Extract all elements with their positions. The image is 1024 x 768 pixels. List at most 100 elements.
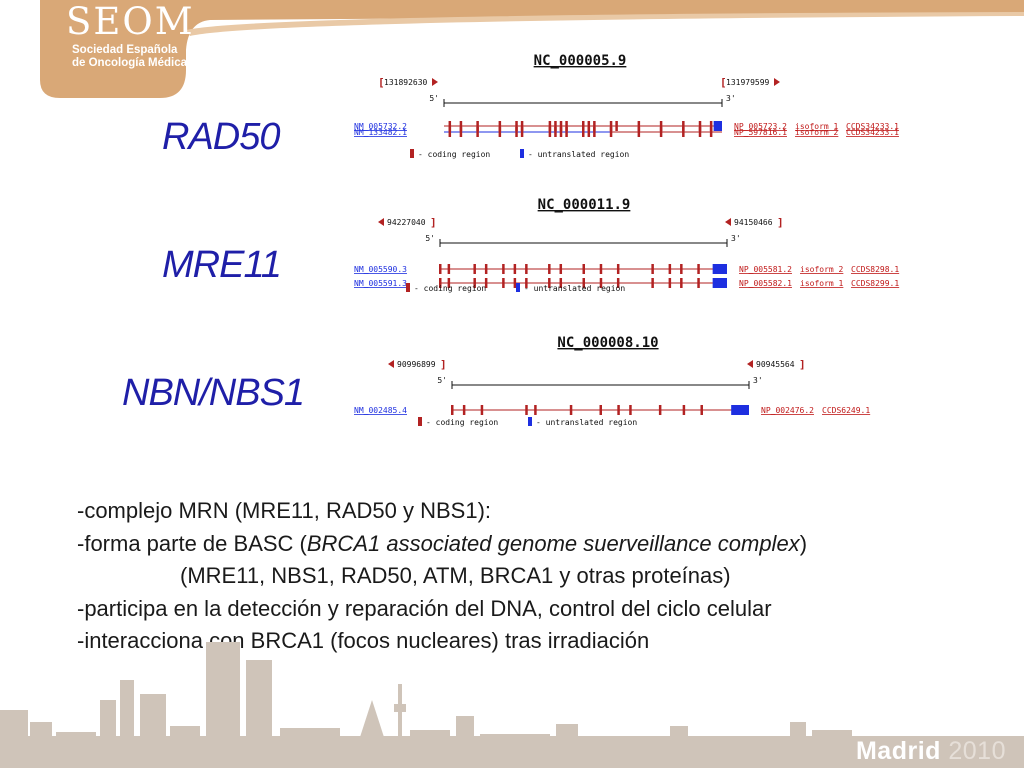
exon-mark — [448, 127, 452, 137]
exon-mark — [668, 278, 672, 288]
protein-link: NP_597816.1 — [734, 128, 787, 137]
coord-right-nbn: 90945564] — [747, 358, 806, 371]
bullet-basc-members: (MRE11, NBS1, RAD50, ATM, BRCA1 y otras … — [180, 563, 731, 588]
exon-mark — [697, 278, 700, 288]
three-prime-label-nbn: 3' — [753, 376, 763, 385]
gene-svg-mre11: NC_000011.9 94227040] 94150466] 5' 3' NM_0055… — [354, 197, 899, 293]
coord-value-right-mre11: 94150466 — [734, 218, 773, 227]
refseq-link: NM_005590.3 — [354, 265, 407, 274]
exon-mark — [582, 127, 585, 137]
exon-mark — [548, 264, 551, 274]
seom-logo-band: SEOM Sociedad Española de Oncología Médi… — [0, 0, 1024, 100]
legend-coding-swatch — [406, 283, 410, 292]
exon-mark — [459, 121, 463, 131]
exon-mark — [599, 264, 603, 274]
coord-value-left-nbn: 90996899 — [397, 360, 436, 369]
legend-coding-label: - coding region — [414, 284, 486, 293]
refseq-link: NM_133482.1 — [354, 128, 407, 137]
coord-right-mre11: 94150466] — [725, 216, 784, 229]
arrow-left-icon — [388, 360, 394, 368]
coord-left-nbn: 90996899] — [388, 358, 447, 371]
refseq-link: NM_002485.4 — [354, 406, 407, 415]
exon-mark — [525, 264, 528, 274]
isoform-link: isoform 2 — [795, 128, 839, 137]
exon-mark — [498, 121, 502, 131]
legend-utr-label: - untranslated region — [536, 418, 637, 427]
bullet-basc: -forma parte de BASC (BRCA1 associated g… — [77, 528, 997, 561]
exon-mark — [698, 127, 702, 137]
exon-mark — [447, 264, 451, 274]
five-prime-label-mre11: 5' — [425, 234, 435, 243]
legend-utr-label: - untranslated region — [528, 150, 629, 159]
exon-mark — [476, 127, 479, 137]
logo-subtitle-line2: de Oncología Médica — [72, 57, 188, 69]
exon-mark — [447, 278, 451, 288]
isoform-link: isoform 1 — [800, 279, 844, 288]
bracket-right: ] — [799, 358, 806, 371]
three-prime-label-mre11: 3' — [731, 234, 741, 243]
gene-diagram-mre11: NC_000011.9 94227040] 94150466] 5' 3' NM_0055… — [344, 192, 984, 312]
coord-left-rad50: [131892630 — [378, 76, 438, 89]
exon-mark — [629, 405, 632, 415]
bullet-basc-italic: BRCA1 associated genome suerveillance co… — [306, 530, 800, 556]
isoform-link: isoform 2 — [800, 265, 844, 274]
exon-mark — [448, 121, 452, 131]
exon-mark — [439, 278, 442, 288]
bullet-brca1-interaction: -interacciona con BRCA1 (focos nucleares… — [77, 628, 650, 653]
coord-value-left-mre11: 94227040 — [387, 218, 426, 227]
exon-mark — [587, 127, 591, 137]
exon-mark — [582, 121, 585, 131]
bracket-left: [ — [378, 76, 385, 89]
ccds-link: CCDS34233.1 — [846, 122, 899, 131]
exon-mark — [451, 405, 454, 415]
exon-mark — [459, 127, 463, 137]
exon-mark — [502, 264, 505, 274]
exon-mark — [476, 121, 479, 131]
exon-mark — [439, 264, 442, 274]
contig-label-rad50: NC_000005.9 — [534, 53, 627, 69]
exon-mark — [498, 127, 502, 137]
logo-title: SEOM — [66, 0, 195, 43]
exon-mark — [593, 121, 596, 131]
arrow-right-icon — [432, 78, 438, 86]
arrow-left-icon — [378, 218, 384, 226]
legend-coding-swatch — [410, 149, 414, 158]
exon-mark — [700, 405, 703, 415]
exon-mark — [473, 264, 476, 274]
legend-utr-swatch — [520, 149, 524, 158]
utr-block — [713, 121, 722, 131]
contig-label-nbn: NC_000008.10 — [557, 335, 658, 351]
exon-mark — [680, 278, 683, 288]
exon-mark — [682, 405, 686, 415]
refseq-link: NM_005732.2 — [354, 122, 407, 131]
exon-mark — [515, 127, 518, 137]
exon-mark — [520, 121, 524, 131]
coord-value-right-rad50: 131979599 — [726, 78, 770, 87]
exon-mark — [609, 127, 613, 137]
exon-mark — [548, 127, 552, 137]
isoform-link: isoform 1 — [795, 122, 839, 131]
coord-left-mre11: 94227040] — [378, 216, 437, 229]
contig-label-mre11: NC_000011.9 — [538, 197, 631, 213]
exon-mark — [559, 264, 563, 274]
exon-mark — [554, 121, 557, 131]
bullet-dna-repair: -participa en la detección y reparación … — [77, 595, 772, 621]
exon-mark — [659, 121, 663, 131]
footer-madrid-2010: Madrid 2010 — [856, 737, 1006, 766]
exon-mark — [559, 121, 563, 131]
arrow-right-icon — [774, 78, 780, 86]
legend-coding-swatch — [418, 417, 422, 426]
exon-mark — [637, 127, 641, 137]
coord-value-left-rad50: 131892630 — [384, 78, 428, 87]
protein-link: NP_005582.1 — [739, 279, 792, 288]
three-prime-label-rad50: 3' — [726, 94, 736, 103]
ccds-link: CCDS8298.1 — [851, 265, 899, 274]
exon-mark — [616, 278, 620, 288]
footer-year: 2010 — [948, 737, 1006, 765]
gene-label-nbn: NBN/NBS1 — [122, 372, 305, 414]
ccds-link: CCDS6249.1 — [822, 406, 870, 415]
